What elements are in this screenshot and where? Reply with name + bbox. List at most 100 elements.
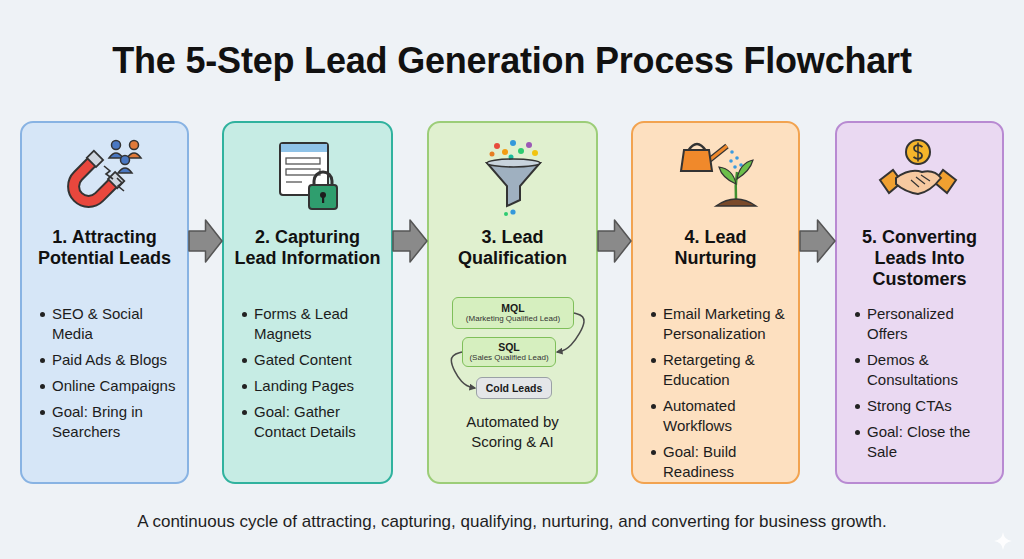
- form-sheet: [280, 143, 328, 195]
- magnet-tip: [108, 172, 124, 188]
- bullet-text: Forms & Lead Magnets: [254, 304, 382, 344]
- finger-lines: [911, 175, 930, 187]
- sparkle-mark: [994, 532, 1012, 550]
- attraction-spark: [117, 178, 124, 191]
- plant-stem: [736, 172, 737, 200]
- bullet-dot: [855, 312, 860, 317]
- bullet-dot: [651, 450, 656, 455]
- bullet-dot: [242, 312, 247, 317]
- lock-shackle: [314, 172, 332, 187]
- bullet-item: Strong CTAs: [837, 396, 1002, 416]
- bullet-item: Personalized Offers: [837, 304, 1002, 344]
- can-handle: [688, 144, 706, 151]
- bullet-text: SEO & Social Media: [52, 304, 180, 344]
- person-head: [112, 141, 121, 150]
- hands: [896, 171, 941, 194]
- magnet-body: [63, 151, 125, 213]
- bullet-text: Email Marketing & Personalization: [663, 304, 791, 344]
- form-line: [286, 181, 302, 182]
- form-field: [286, 158, 320, 164]
- bullet-dot: [40, 312, 45, 317]
- process-box: 2. Capturing Lead InformationForms & Lea…: [222, 121, 393, 484]
- flow-curve-arrow: [451, 352, 475, 388]
- qualification-tag: SQL(Sales Qualified Lead): [462, 337, 556, 367]
- bullet-dot: [40, 410, 45, 415]
- process-box: MQL(Marketing Qualified Lead)SQL(Sales Q…: [427, 121, 598, 484]
- tag-subtitle: (Marketing Qualified Lead): [466, 314, 560, 324]
- tag-subtitle: (Sales Qualified Lead): [469, 353, 548, 363]
- bullet-item: Landing Pages: [224, 376, 391, 396]
- water-drop: [733, 165, 737, 169]
- diagram-title: The 5-Step Lead Generation Process Flowc…: [0, 40, 1024, 82]
- bullet-item: Goal: Gather Contact Details: [224, 402, 391, 442]
- lead-dot: [532, 150, 538, 156]
- process-box: 1. Attracting Potential LeadsSEO & Socia…: [20, 121, 189, 484]
- bullet-dot: [40, 358, 45, 363]
- lead-dot: [518, 148, 524, 154]
- lock-keyhole: [322, 196, 324, 203]
- bullet-text: Retargeting & Education: [663, 350, 791, 390]
- bullet-item: Automated Workflows: [633, 396, 798, 436]
- magnet-fill: [67, 162, 113, 208]
- bullet-text: Gated Content: [254, 350, 382, 370]
- watering-plant-icon: [681, 144, 756, 206]
- edge-group: [189, 220, 835, 388]
- tag-title: Cold Leads: [486, 382, 543, 394]
- person-body: [127, 153, 141, 158]
- bullet-text: Goal: Build Readiness: [663, 442, 791, 482]
- diagram-caption: A continuous cycle of attracting, captur…: [0, 511, 1024, 533]
- water-drop: [739, 163, 743, 167]
- bullet-text: Personalized Offers: [867, 304, 995, 344]
- bullet-dot: [651, 404, 656, 409]
- can-spout: [707, 146, 727, 162]
- can-spout: [707, 146, 727, 162]
- plant-leaf: [719, 167, 736, 184]
- bullet-dot: [855, 404, 860, 409]
- sleeve: [880, 170, 902, 193]
- bullet-text: Landing Pages: [254, 376, 382, 396]
- funnel-icon: [487, 140, 540, 216]
- water-drop: [729, 159, 733, 163]
- step-note: Automated by Scoring & AI: [447, 412, 578, 452]
- bullet-item: Paid Ads & Blogs: [22, 350, 187, 370]
- bullet-dot: [242, 410, 247, 415]
- bullet-item: Retargeting & Education: [633, 350, 798, 390]
- form-field: [286, 169, 320, 175]
- lead-dot: [490, 152, 495, 157]
- funnel-rim: [487, 159, 540, 167]
- bullet-item: Goal: Bring in Searchers: [22, 402, 187, 442]
- qualification-tag: Cold Leads: [476, 377, 552, 399]
- bullet-item: SEO & Social Media: [22, 304, 187, 344]
- flow-block-arrow: [598, 220, 631, 262]
- bullet-item: Demos & Consultations: [837, 350, 1002, 390]
- bullet-dot: [242, 358, 247, 363]
- lead-dot: [504, 212, 508, 216]
- bullet-list: SEO & Social MediaPaid Ads & BlogsOnline…: [22, 304, 187, 448]
- bullet-item: Email Marketing & Personalization: [633, 304, 798, 344]
- dollar-sign: [914, 145, 923, 159]
- flow-block-arrow: [800, 220, 835, 262]
- bullet-dot: [40, 384, 45, 389]
- bullet-text: Demos & Consultations: [867, 350, 995, 390]
- lock-keyhole: [320, 192, 326, 198]
- bullet-dot: [855, 358, 860, 363]
- lead-dot: [502, 149, 508, 155]
- flow-block-arrow: [189, 220, 222, 262]
- bullet-item: Goal: Close the Sale: [837, 422, 1002, 462]
- lead-dot: [526, 142, 532, 148]
- magnet-tip: [87, 151, 103, 167]
- form-header: [281, 144, 327, 152]
- magnet-icon: [63, 141, 141, 213]
- tag-title: SQL: [498, 341, 520, 353]
- bullet-text: Paid Ads & Blogs: [52, 350, 180, 370]
- coin: [906, 140, 930, 164]
- step-heading: 5. Converting Leads Into Customers: [847, 227, 992, 290]
- bullet-text: Goal: Close the Sale: [867, 422, 995, 462]
- person-head: [121, 156, 130, 165]
- lead-dot: [510, 140, 516, 146]
- lead-dot: [510, 209, 515, 214]
- person-head: [130, 141, 139, 150]
- flow-curve-arrow: [557, 313, 584, 352]
